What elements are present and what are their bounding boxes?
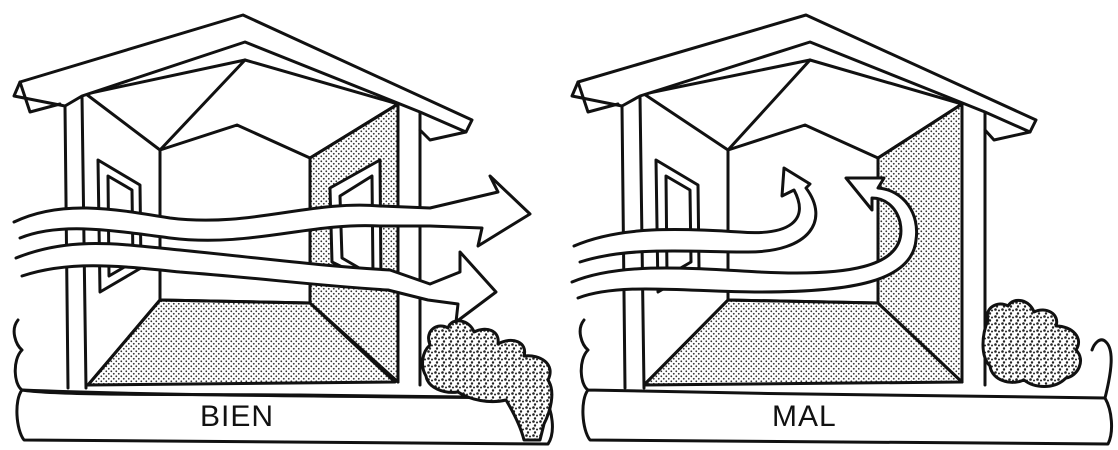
bush (981, 298, 1082, 388)
caption-good: BIEN (200, 400, 274, 433)
house-good-ventilation (12, 13, 554, 446)
bush (421, 319, 554, 442)
airflow-arrow-lower (14, 242, 498, 324)
house-poor-ventilation (570, 13, 1114, 446)
airflow-arrow-recirculating-left (572, 166, 818, 264)
caption-bad: MAL (772, 400, 837, 433)
roof (570, 13, 1038, 134)
roof (12, 13, 474, 134)
ground (578, 318, 1114, 446)
airflow-arrow-upper (12, 174, 532, 248)
airflow-arrow-recirculating-right (570, 176, 919, 300)
